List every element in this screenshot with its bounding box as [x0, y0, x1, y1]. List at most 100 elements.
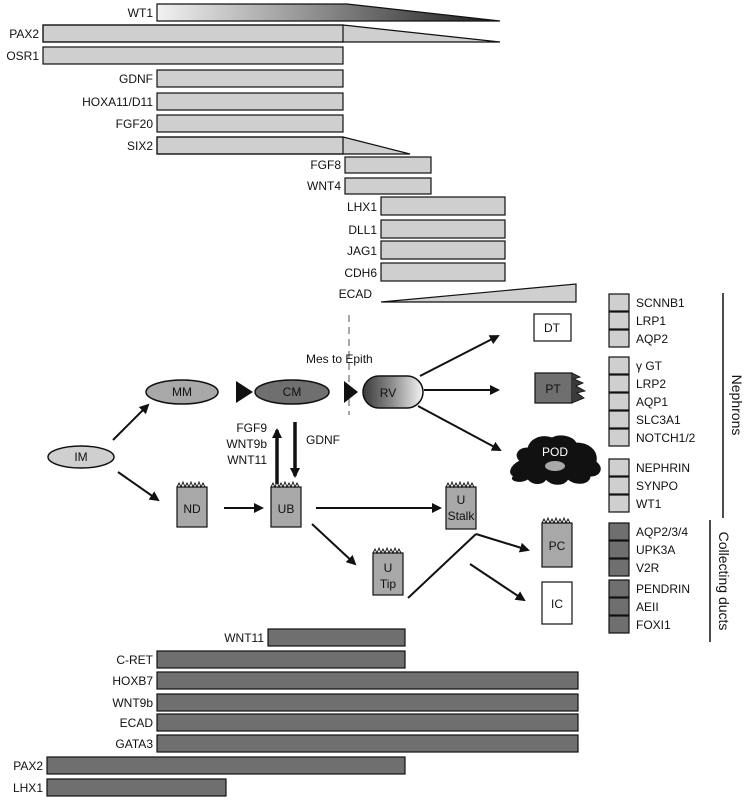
marker-swatch: [608, 558, 630, 577]
node-pt: PT: [534, 372, 587, 404]
marker-label: WT1: [636, 497, 662, 511]
marker-swatch: [608, 356, 630, 375]
marker-swatch: [608, 540, 630, 559]
node-ub: UB: [270, 480, 302, 528]
top-bar-shape: [380, 219, 506, 239]
node-pod-label: POD: [542, 445, 568, 459]
node-u-stalk-label-1: U: [457, 493, 466, 507]
bottom-bar-shape: [46, 778, 227, 797]
top-bar-label: ECAD: [339, 287, 373, 301]
bottom-bar-ecad: ECAD: [120, 713, 579, 732]
top-bar-label: GDNF: [119, 72, 153, 86]
bottom-bar-wnt9b: WNT9b: [112, 693, 579, 712]
marker-label: NOTCH1/2: [636, 431, 696, 445]
marker-swatch: [608, 458, 630, 477]
node-u-tip: U Tip: [372, 546, 404, 596]
lineage-arrows: [112, 335, 530, 602]
top-bar-shape: [156, 114, 344, 133]
top-bar-shape: [156, 92, 344, 111]
marker-label: γ GT: [636, 359, 663, 373]
bottom-bar-label: C-RET: [116, 653, 153, 667]
marker-label: AQP2/3/4: [636, 525, 688, 539]
bottom-bar-label: WNT9b: [112, 696, 153, 710]
signal-gdnf: GDNF: [306, 433, 340, 447]
node-nd: ND: [176, 480, 208, 528]
top-bar-fgf20: FGF20: [116, 114, 344, 133]
node-u-stalk: U Stalk: [445, 480, 477, 530]
marker-swatch: [608, 615, 630, 634]
marker-label: FOXI1: [636, 618, 671, 632]
top-bar-shape: [42, 46, 344, 65]
bottom-bar-shape: [46, 756, 406, 775]
marker-group-pod: NEPHRIN SYNPO WT1: [608, 458, 690, 513]
arrow-ub-to-utip: [311, 523, 357, 566]
bottom-bar-shape: [156, 734, 579, 753]
marker-swatch: [608, 410, 630, 429]
marker-label: SLC3A1: [636, 413, 681, 427]
bottom-bar-label: PAX2: [13, 759, 43, 773]
node-dt-label: DT: [544, 321, 561, 335]
marker-label: SYNPO: [636, 479, 678, 493]
top-bar-label: JAG1: [347, 244, 377, 258]
bottom-bar-shape: [156, 713, 579, 732]
mes-to-epith-label: Mes to Epith: [306, 352, 373, 366]
top-bar-label: HOXA11/D11: [82, 95, 153, 109]
node-ub-label: UB: [278, 502, 295, 516]
marker-swatch: [608, 311, 630, 330]
top-bar-shape: [380, 196, 506, 216]
node-ic-label: IC: [551, 597, 563, 611]
top-bar-dll1: DLL1: [348, 219, 506, 239]
top-bar-six2: SIX2: [127, 136, 411, 155]
arrow-rv-to-pod: [417, 405, 502, 451]
arrow-im-to-nd: [117, 471, 160, 502]
arrow-mm-to-cm: [236, 381, 253, 392]
marker-swatch: [608, 522, 630, 541]
marker-label: PENDRIN: [636, 582, 690, 596]
bottom-bar-wnt11: WNT11: [224, 628, 406, 647]
signal-fgf9: FGF9: [236, 421, 267, 435]
connector-utip-ustalk: [407, 533, 477, 599]
top-bar-pax2: PAX2: [9, 24, 501, 43]
marker-label: AEII: [636, 600, 659, 614]
node-u-stalk-label-2: Stalk: [448, 509, 476, 523]
node-dt: [533, 313, 572, 342]
bottom-bar-hoxb7: HOXB7: [112, 671, 579, 690]
arrow-to-ic: [469, 563, 526, 602]
bottom-bar-label: ECAD: [120, 716, 154, 730]
bottom-bar-label: WNT11: [224, 631, 264, 645]
top-bar-osr1: OSR1: [6, 46, 344, 65]
bottom-bar-label: HOXB7: [112, 674, 153, 688]
node-mm-label: MM: [172, 385, 192, 399]
top-bar-fgf8: FGF8: [310, 156, 432, 174]
top-bar-shape: [156, 3, 501, 22]
bottom-bar-lhx1: LHX1: [13, 778, 227, 797]
top-bar-label: WT1: [128, 6, 154, 20]
top-bar-ecad: ECAD: [339, 283, 577, 303]
marker-swatch: [608, 392, 630, 411]
marker-label: LRP1: [636, 314, 666, 328]
node-pc-label: PC: [549, 539, 566, 553]
node-mm: [145, 379, 219, 405]
collecting-ducts-label: Collecting ducts: [716, 532, 732, 631]
node-rv: [362, 375, 424, 409]
marker-swatch: [608, 428, 630, 447]
top-bar-label: PAX2: [9, 27, 39, 41]
marker-label: NEPHRIN: [636, 461, 690, 475]
top-bar-label: OSR1: [6, 49, 39, 63]
bottom-bar-c-ret: C-RET: [116, 650, 406, 669]
top-bar-shape: [380, 240, 506, 260]
top-bar-jag1: JAG1: [347, 240, 506, 260]
top-bar-shape: [156, 69, 344, 88]
node-ic: [541, 581, 573, 625]
top-bar-label: WNT4: [307, 179, 341, 193]
node-pc: PC: [541, 516, 573, 568]
top-bar-wt1: WT1: [128, 3, 501, 22]
bottom-bar-gata3: GATA3: [115, 734, 579, 753]
marker-label: V2R: [636, 561, 660, 575]
nephrons-label: Nephrons: [729, 375, 745, 436]
